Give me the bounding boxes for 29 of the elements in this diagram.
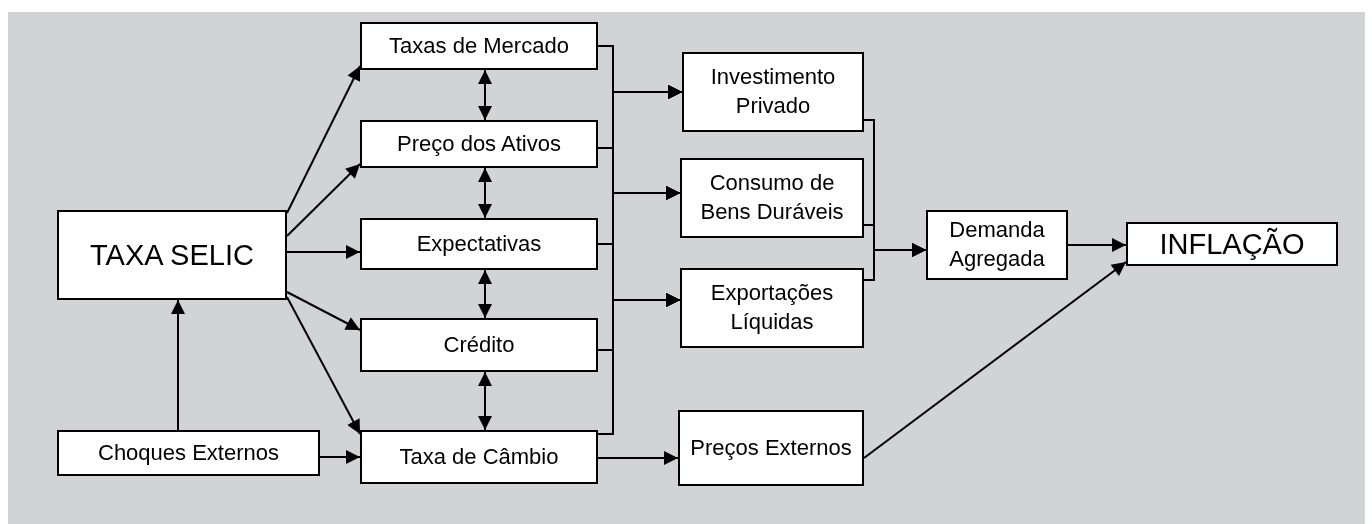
- arrow: [863, 243, 927, 281]
- arrow: [597, 451, 679, 465]
- process-box: Expectativas: [360, 218, 598, 270]
- arrow: [597, 293, 681, 435]
- process-box: Preço dos Ativos: [360, 120, 598, 168]
- process-box: Preços Externos: [678, 410, 864, 486]
- process-box: Consumo de Bens Duráveis: [680, 158, 864, 238]
- process-box: Crédito: [360, 318, 598, 372]
- arrow: [286, 296, 361, 435]
- process-box: Choques Externos: [57, 430, 320, 476]
- arrow: [286, 291, 361, 331]
- process-box: Demanda Agregada: [926, 210, 1068, 280]
- arrow: [286, 245, 361, 259]
- double-arrow: [478, 69, 492, 121]
- process-box: Taxa de Câmbio: [360, 430, 598, 484]
- process-box: Investimento Privado: [682, 52, 864, 132]
- process-box: Taxas de Mercado: [360, 22, 598, 70]
- double-arrow: [478, 371, 492, 431]
- process-box: Exportações Líquidas: [680, 268, 864, 348]
- double-arrow: [478, 269, 492, 319]
- arrow: [286, 163, 361, 237]
- arrow: [171, 299, 185, 431]
- arrow: [1067, 238, 1127, 252]
- arrow: [286, 65, 361, 214]
- arrow: [863, 261, 1127, 459]
- process-box: INFLAÇÃO: [1126, 222, 1338, 266]
- double-arrow: [478, 167, 492, 219]
- arrow: [319, 450, 361, 464]
- process-box: TAXA SELIC: [57, 210, 287, 300]
